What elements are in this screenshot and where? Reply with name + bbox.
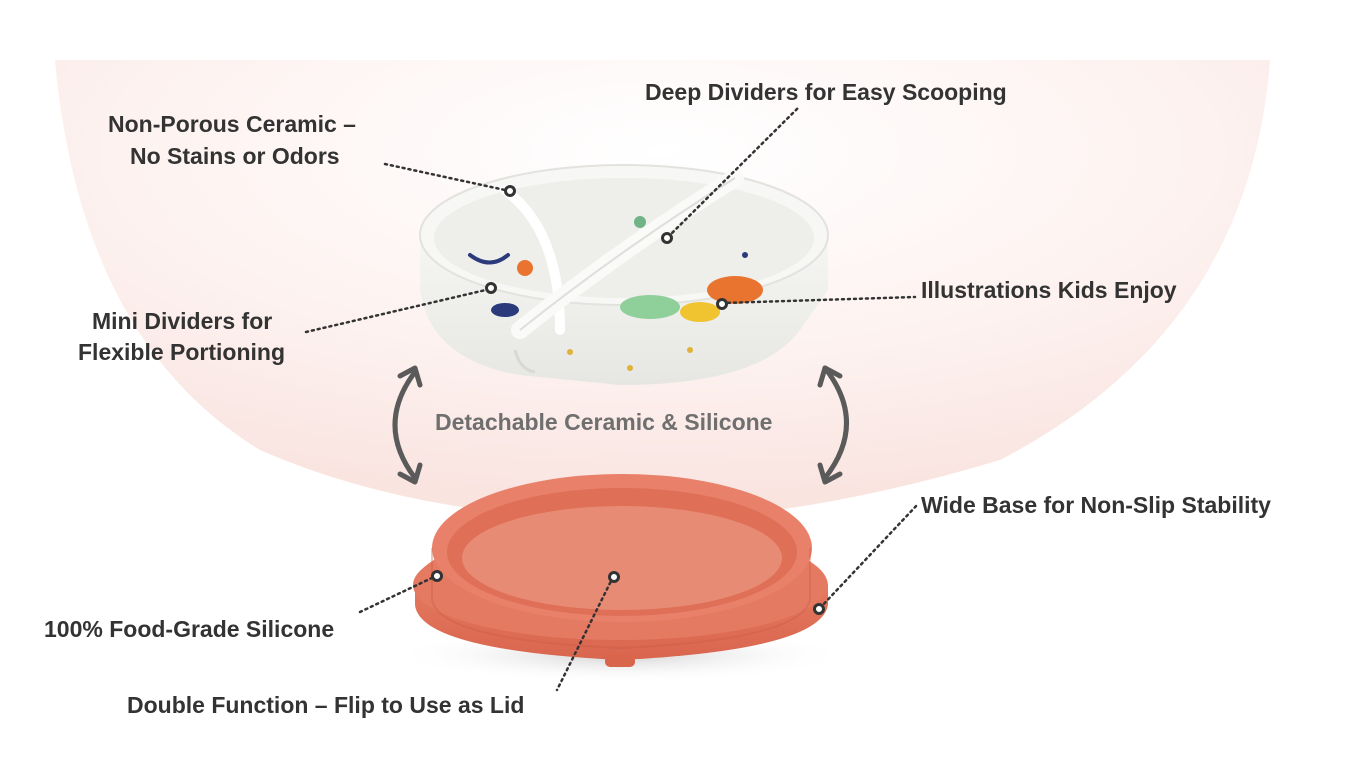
label-mini-dividers-line2: Flexible Portioning: [78, 339, 286, 365]
label-illustrations: Illustrations Kids Enjoy: [921, 277, 1177, 303]
label-double-function: Double Function – Flip to Use as Lid: [127, 692, 525, 718]
dot-food-grade: [431, 570, 443, 582]
left-curved-arrow: [392, 369, 418, 481]
silicone-tray: [413, 474, 828, 667]
detach-arrows: [392, 365, 849, 485]
label-non-porous-line1: Non-Porous Ceramic –: [108, 111, 356, 137]
ceramic-plate: [419, 164, 829, 385]
right-curved-arrow: [822, 365, 849, 481]
dot-deep-dividers: [661, 232, 673, 244]
dot-non-porous: [504, 185, 516, 197]
label-mini-dividers-line1: Mini Dividers for: [92, 308, 273, 334]
label-food-grade: 100% Food-Grade Silicone: [44, 616, 335, 642]
dot-illustrations: [716, 298, 728, 310]
label-non-porous-line2: No Stains or Odors: [130, 143, 340, 169]
dot-mini-dividers: [485, 282, 497, 294]
callout-dots: [431, 185, 825, 615]
label-deep-dividers: Deep Dividers for Easy Scooping: [645, 79, 1007, 105]
label-detachable: Detachable Ceramic & Silicone: [435, 409, 773, 435]
leader-lines: [304, 104, 920, 692]
label-wide-base: Wide Base for Non-Slip Stability: [921, 492, 1271, 518]
dot-double-function: [608, 571, 620, 583]
dot-wide-base: [813, 603, 825, 615]
